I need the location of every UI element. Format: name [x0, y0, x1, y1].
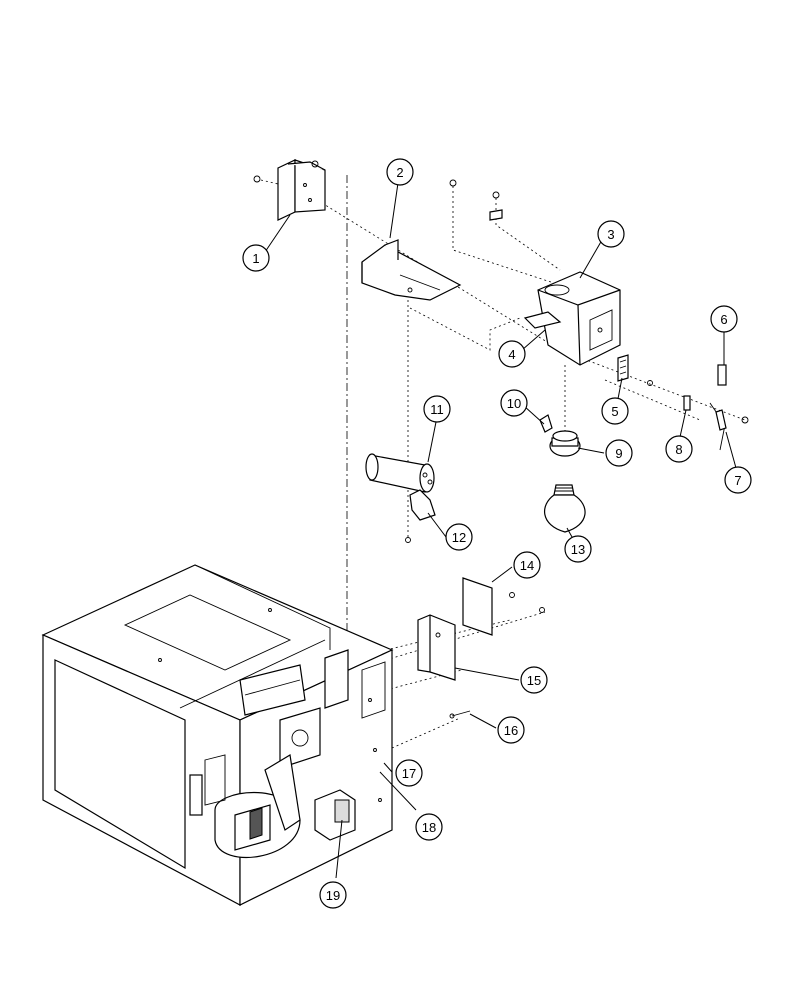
callout-3: 3: [597, 220, 625, 248]
callout-2-label: 2: [396, 165, 403, 180]
callout-7-label: 7: [734, 473, 741, 488]
callout-1: 1: [242, 244, 270, 272]
part-12-bracket: [405, 489, 436, 543]
callout-12: 12: [445, 523, 473, 551]
part-6-fuse: [717, 364, 727, 386]
callout-6-label: 6: [720, 312, 727, 327]
callout-5-label: 5: [611, 404, 618, 419]
part-11-capacitor: [365, 453, 435, 493]
callout-14: 14: [513, 551, 541, 579]
callout-19: 19: [319, 881, 347, 909]
callout-16: 16: [497, 716, 525, 744]
callout-8-label: 8: [675, 442, 682, 457]
callout-9: 9: [605, 439, 633, 467]
callout-16-label: 16: [504, 723, 518, 738]
callout-4-label: 4: [508, 347, 515, 362]
callout-5: 5: [601, 397, 629, 425]
callout-2: 2: [386, 158, 414, 186]
callout-10: 10: [500, 389, 528, 417]
part-10-bracket: [539, 414, 553, 433]
callout-15-label: 15: [527, 673, 541, 688]
callout-14-label: 14: [520, 558, 534, 573]
callout-8: 8: [665, 435, 693, 463]
callout-9-label: 9: [615, 446, 622, 461]
callout-13-label: 13: [571, 542, 585, 557]
part-9-lamp-socket: [549, 430, 581, 457]
callout-18: 18: [415, 813, 443, 841]
part-14-bracket: [462, 577, 545, 636]
main-cabinet: [41, 564, 394, 906]
part-13-bulb: [544, 484, 586, 533]
callout-6: 6: [710, 305, 738, 333]
callout-13: 13: [564, 535, 592, 563]
callout-1-label: 1: [252, 251, 259, 266]
part-3-housing: [449, 179, 621, 366]
part-16-screw: [449, 710, 471, 719]
callout-10-label: 10: [507, 396, 521, 411]
callout-3-label: 3: [607, 227, 614, 242]
callout-4: 4: [498, 340, 526, 368]
part-5-switch: [617, 354, 653, 386]
callout-19-label: 19: [326, 888, 340, 903]
callout-11: 11: [423, 395, 451, 423]
part-8-fuse-holder: [683, 395, 691, 411]
callout-15: 15: [520, 666, 548, 694]
callout-17-label: 17: [402, 766, 416, 781]
part-7-wire: [709, 402, 749, 451]
callout-18-label: 18: [422, 820, 436, 835]
callout-12-label: 12: [452, 530, 466, 545]
part-15-bracket: [417, 614, 456, 681]
callout-11-label: 11: [430, 402, 444, 417]
part-1-bracket: [253, 159, 326, 221]
callout-17: 17: [395, 759, 423, 787]
part-2-plate: [361, 239, 462, 301]
callout-7: 7: [724, 466, 752, 494]
